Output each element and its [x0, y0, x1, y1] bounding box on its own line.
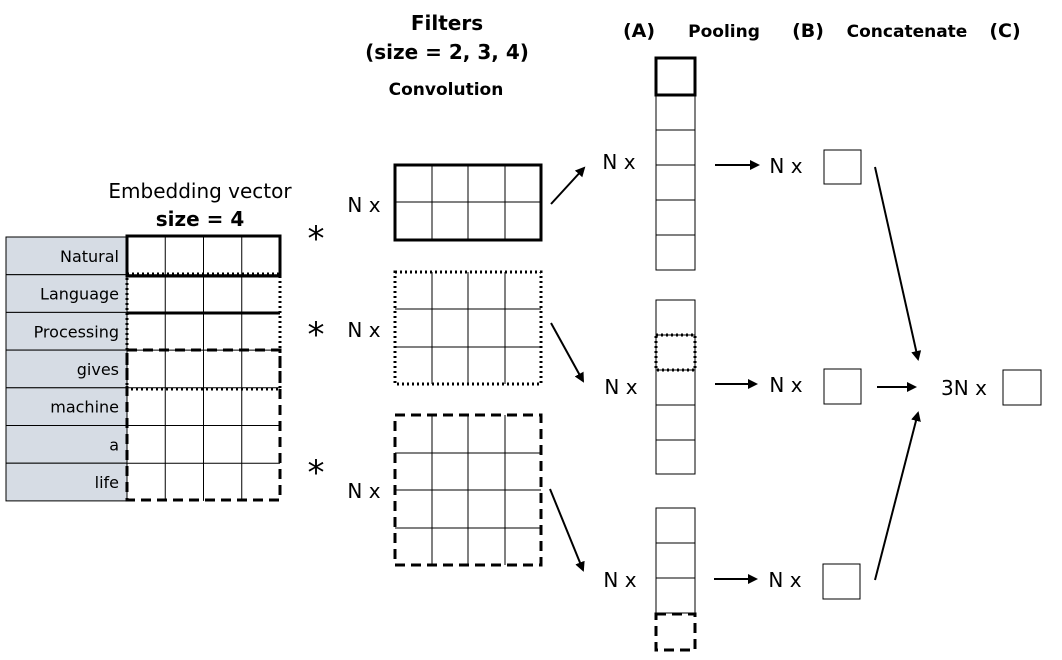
pooled-vector-1 — [823, 149, 862, 185]
pooled-max-cell-3 — [654, 612, 697, 652]
pooling-label: Pooling — [688, 22, 760, 42]
feature-map-3 — [654, 507, 697, 652]
filter-size-3 — [393, 270, 543, 386]
concat-arrow-3 — [874, 411, 921, 581]
pooled-vector-2 — [823, 368, 862, 405]
word-cell — [5, 425, 128, 464]
convolution-operator-1: * — [308, 219, 325, 259]
pooled-max-cell-2 — [654, 333, 697, 372]
header-b: (B) — [792, 20, 824, 42]
feature-map-1 — [654, 56, 697, 271]
arrow-filter-1-to-map — [550, 166, 586, 205]
filters-title: Filters — [411, 11, 483, 35]
filter-size-2 — [393, 163, 543, 242]
word-label: Natural — [60, 247, 119, 266]
convolution-label: Convolution — [389, 80, 504, 100]
filter-window-size-2 — [125, 234, 282, 278]
filter-size-4 — [393, 413, 543, 567]
filter-window-size-4 — [125, 348, 282, 502]
concat-count-label: 3N x — [941, 376, 987, 400]
feature-map-2 — [654, 299, 697, 475]
feature-map-count-label-3: N x — [603, 568, 636, 592]
filter-count-label-2: N x — [347, 318, 380, 342]
word-label: machine — [50, 398, 119, 417]
filter-sizes-label: (size = 2, 3, 4) — [365, 40, 529, 64]
header-a: (A) — [623, 20, 655, 42]
word-cell — [5, 311, 128, 351]
pooled-count-label-2: N x — [769, 373, 802, 397]
embedding-vector-label: Embedding vector — [108, 179, 292, 203]
filter-count-label-1: N x — [347, 193, 380, 217]
word-cell — [5, 274, 128, 313]
convolution-operator-2: * — [308, 315, 325, 355]
word-cell — [5, 236, 128, 276]
convolution-operator-3: * — [308, 453, 325, 493]
word-label: Language — [40, 285, 119, 304]
word-cell — [5, 462, 128, 502]
word-label: a — [109, 435, 119, 454]
filter-count-label-3: N x — [347, 479, 380, 503]
header-c: (C) — [989, 20, 1020, 42]
concatenated-vector — [1002, 369, 1042, 406]
pooled-vector-3 — [822, 563, 861, 600]
concat-arrow-1 — [874, 166, 922, 361]
pooled-count-label-1: N x — [769, 154, 802, 178]
feature-map-count-label-1: N x — [602, 150, 635, 174]
pooled-count-label-3: N x — [768, 568, 801, 592]
filter-window-size-3 — [125, 272, 282, 391]
pooled-max-cell-1 — [654, 56, 697, 97]
feature-map-count-label-2: N x — [604, 375, 637, 399]
embedding-size-label: size = 4 — [156, 207, 245, 231]
word-label: gives — [77, 360, 119, 379]
arrow-filter-3-to-map — [549, 488, 585, 572]
arrow-filter-2-to-map — [550, 322, 584, 383]
word-label: Processing — [34, 322, 119, 341]
word-label: life — [95, 473, 119, 492]
concatenate-label: Concatenate — [847, 22, 968, 42]
